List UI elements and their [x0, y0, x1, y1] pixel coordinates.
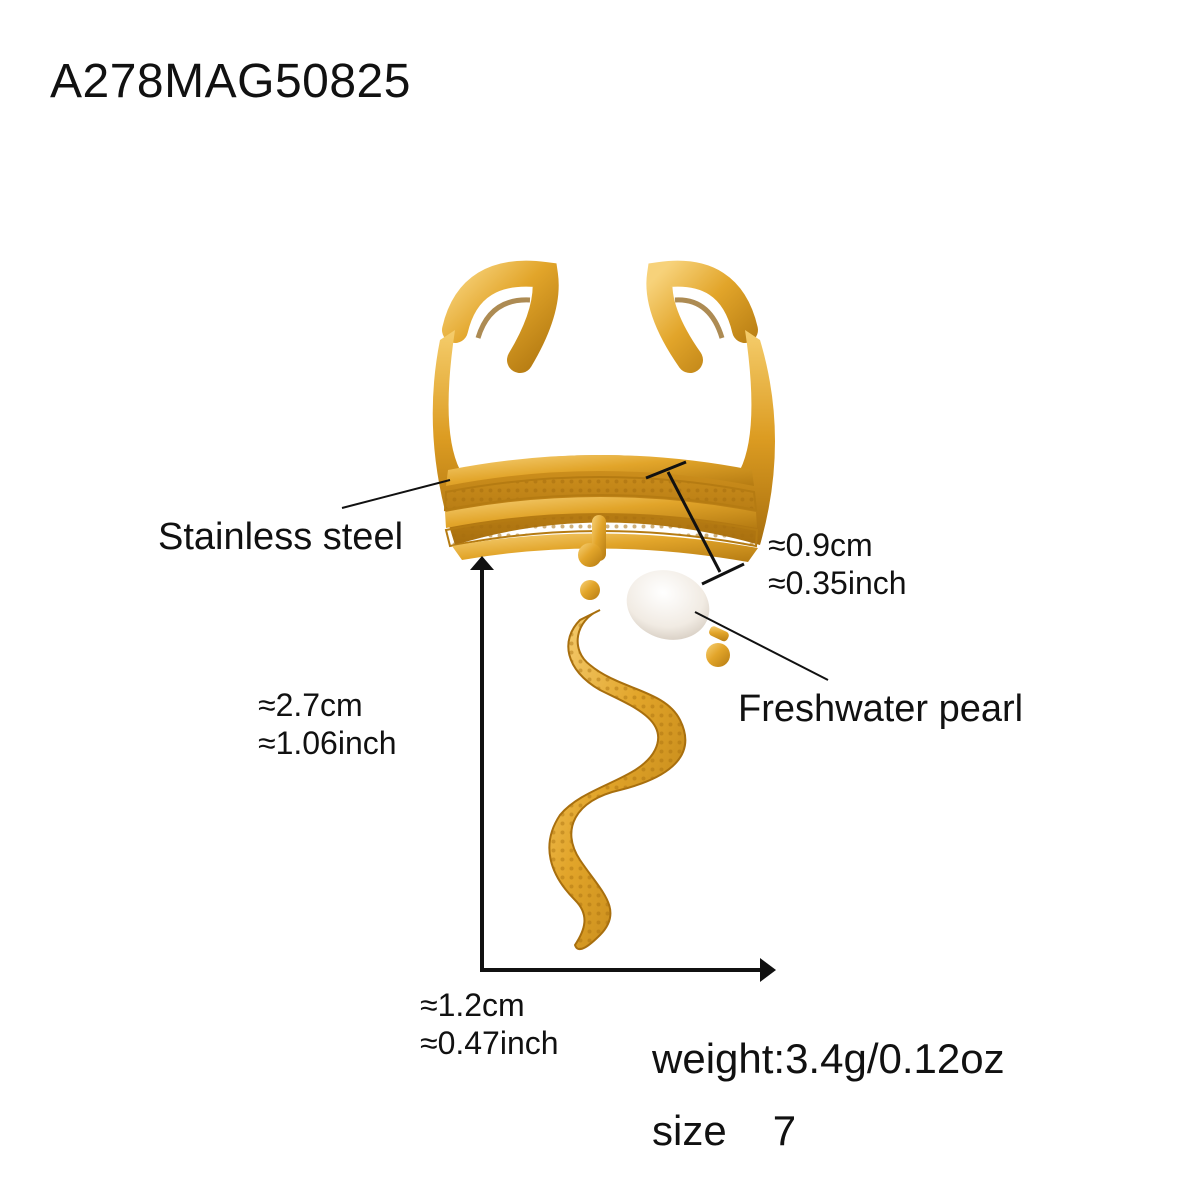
material-callout-line — [341, 479, 451, 509]
size-spec: size 7 — [652, 1110, 796, 1152]
thickness-inch: ≈0.35inch — [768, 565, 907, 601]
size-label: size — [652, 1107, 727, 1154]
ring-image — [432, 260, 775, 951]
width-inch: ≈0.47inch — [420, 1025, 559, 1061]
size-value: 7 — [772, 1107, 797, 1154]
pearl-callout-line — [694, 611, 829, 681]
height-dimension: ≈2.7cm ≈1.06inch — [258, 686, 397, 762]
thickness-cm: ≈0.9cm — [768, 527, 873, 563]
thickness-dimension: ≈0.9cm ≈0.35inch — [768, 526, 907, 602]
product-sku: A278MAG50825 — [50, 55, 411, 108]
material-label: Stainless steel — [158, 516, 404, 558]
width-cm: ≈1.2cm — [420, 987, 525, 1023]
height-width-arrows — [470, 556, 776, 982]
height-inch: ≈1.06inch — [258, 725, 397, 761]
weight-spec: weight:3.4g/0.12oz — [652, 1035, 1005, 1082]
thickness-dimension-bar — [645, 460, 745, 586]
width-dimension: ≈1.2cm ≈0.47inch — [420, 986, 559, 1062]
pearl-label: Freshwater pearl — [738, 688, 1024, 730]
height-cm: ≈2.7cm — [258, 687, 363, 723]
